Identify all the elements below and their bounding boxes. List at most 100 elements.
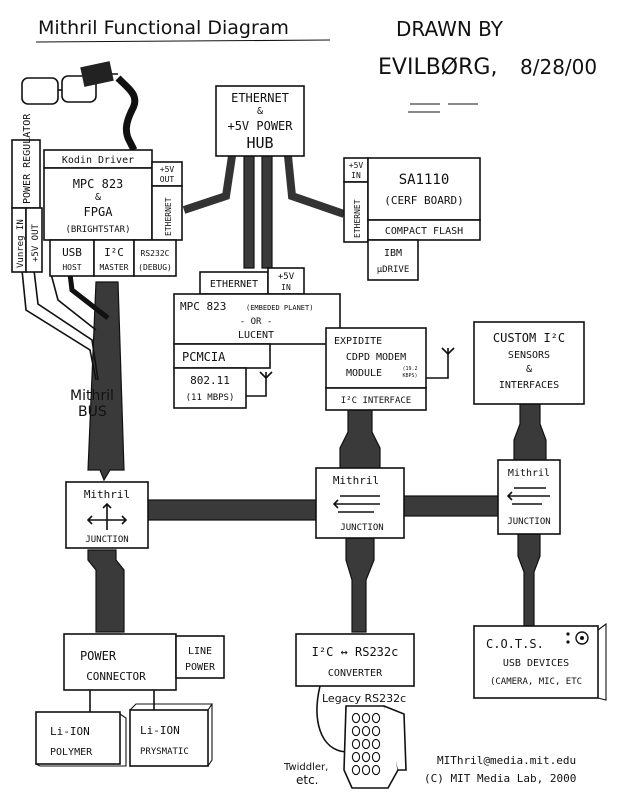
- wifi-line1: 802.11: [190, 374, 230, 387]
- four-way-arrow-icon: [86, 502, 128, 530]
- hub-line3: +5V POWER: [227, 119, 293, 133]
- mithril-junction-middle: Mithril JUNCTION: [315, 467, 405, 539]
- mpc823-fpga-box: [43, 167, 153, 241]
- v5-out-side-line2: OUT: [160, 175, 175, 184]
- hub-cable-right: [284, 155, 346, 218]
- sa1110-v5-in-line1: +5V: [349, 161, 364, 170]
- li-ion-polymer-line1: Li-ION: [50, 725, 90, 738]
- battery-wires: [89, 690, 155, 712]
- embedded-line3: LUCENT: [238, 330, 274, 341]
- footer-email: MIThril@media.mit.edu: [437, 754, 576, 767]
- usb-host-line1: USB: [62, 246, 82, 259]
- camera-icon: [566, 631, 589, 645]
- custom-i2c-line4: INTERFACES: [499, 380, 559, 391]
- bidirectional-arrow-icon: [506, 487, 550, 505]
- twiddler-key: [361, 712, 371, 724]
- compact-flash-box: [367, 219, 481, 241]
- twiddler-keys: [351, 712, 381, 776]
- mithril-junction-left: Mithril JUNCTION: [65, 481, 149, 549]
- twiddler-key: [361, 764, 371, 776]
- li-ion-polymer-line2: POLYMER: [50, 747, 93, 758]
- power-cable: [33, 269, 99, 381]
- embedded-v5-in-line2: IN: [281, 283, 291, 292]
- sa1110-title: SA1110: [399, 172, 450, 188]
- pcmcia-box: [173, 343, 271, 369]
- drawn-by-label: DRAWN BY: [396, 17, 504, 41]
- sa1110-subtitle: (CERF BOARD): [384, 194, 463, 207]
- bus-horizontal-right: [403, 495, 499, 517]
- bus-left-bottom: [87, 549, 125, 633]
- twiddler-key: [371, 764, 381, 776]
- mpc823-line1: MPC 823: [73, 177, 124, 191]
- custom-i2c-line2: SENSORS: [508, 350, 550, 361]
- li-ion-prysmatic-line2: PRYSMATIC: [140, 747, 189, 757]
- cots-line2: USB DEVICES: [503, 658, 569, 669]
- drawn-date: 8/28/00: [520, 55, 597, 79]
- ibm-microdrive-line1: IBM: [384, 248, 402, 259]
- kodin-driver-label: Kodin Driver: [62, 155, 134, 166]
- box-shadow: [35, 713, 127, 767]
- twiddler-key: [351, 764, 361, 776]
- twiddler-key: [371, 712, 381, 724]
- v5-out-left-label: +5V OUT: [31, 223, 41, 262]
- ethernet-left-box: [151, 185, 183, 241]
- power-cable: [49, 269, 97, 331]
- embedded-line1-small: (EMBEDED PLANET): [246, 304, 313, 312]
- converter-line1: I²C ↔ RS232c: [312, 645, 399, 659]
- cdpd-line3: MODULE: [346, 368, 382, 379]
- rs232c-debug-box: [133, 239, 177, 277]
- junction-right-bottom: JUNCTION: [507, 517, 550, 527]
- title-underline: [35, 39, 331, 43]
- bus-middle-top: [339, 409, 381, 471]
- custom-i2c-line3: &: [526, 364, 532, 375]
- hub-cable-down-2: [261, 155, 273, 269]
- sa1110-v5-in-line2: IN: [351, 171, 361, 180]
- twiddler-key: [361, 725, 371, 737]
- sa1110-ethernet-label: ETHERNET: [353, 199, 362, 238]
- serial-cable: [316, 685, 347, 753]
- bus-left-top: [87, 281, 125, 482]
- cots-line1: C.O.T.S.: [486, 637, 544, 651]
- ethernet-hub-box: [215, 85, 305, 157]
- cdpd-rate2: KBPS): [402, 373, 417, 379]
- converter-line2: CONVERTER: [328, 668, 383, 679]
- wifi-802-11-box: [173, 367, 247, 409]
- custom-i2c-box: [473, 321, 585, 405]
- cdpd-interface-label: I²C INTERFACE: [341, 396, 411, 406]
- twiddler-line1: Twiddler,: [283, 762, 328, 773]
- twiddler-line2: etc.: [296, 773, 319, 787]
- box-depth: [129, 703, 214, 767]
- twiddler-key: [351, 738, 361, 750]
- li-ion-polymer-box: [35, 711, 121, 765]
- mpc823-line2: &: [95, 192, 101, 203]
- twiddler-key: [361, 751, 371, 763]
- bus-right-top: [513, 403, 547, 461]
- junction-middle-bottom: JUNCTION: [340, 523, 383, 533]
- mithril-bus-label-2: BUS: [78, 404, 107, 420]
- twiddler-key: [361, 738, 371, 750]
- ethernet-left-label: ETHERNET: [164, 197, 173, 236]
- hub-cable-left: [182, 155, 236, 214]
- box-depth: [597, 622, 607, 701]
- power-regulator-label: POWER REGULATOR: [22, 113, 33, 204]
- hub-line1: ETHERNET: [231, 91, 289, 105]
- twiddler-key: [351, 725, 361, 737]
- footer-copyright: (C) MIT Media Lab, 2000: [424, 772, 576, 785]
- diagram-title: Mithril Functional Diagram: [38, 17, 289, 39]
- antenna-icon: [426, 347, 455, 379]
- legacy-rs232c-label: Legacy RS232c: [322, 692, 406, 705]
- rs232c-debug-line1: RS232C: [141, 249, 170, 258]
- wifi-line2: (11 MBPS): [186, 393, 235, 403]
- cdpd-modem-box: [325, 327, 427, 389]
- ibm-microdrive-line2: μDRIVE: [377, 265, 410, 275]
- cdpd-line2: CDPD MODEM: [346, 352, 406, 363]
- compact-flash-label: COMPACT FLASH: [385, 226, 463, 237]
- ibm-microdrive-box: [367, 239, 419, 281]
- mithril-bus-label-1: Mithril: [70, 388, 114, 404]
- hub-cable-down: [243, 155, 255, 269]
- usb-host-line2: HOST: [62, 263, 81, 272]
- vunreg-in-label: Vunreg IN: [16, 219, 26, 268]
- twiddler-key: [371, 751, 381, 763]
- v5-out-side-line1: +5V: [160, 165, 175, 174]
- antenna-icon: [246, 371, 273, 397]
